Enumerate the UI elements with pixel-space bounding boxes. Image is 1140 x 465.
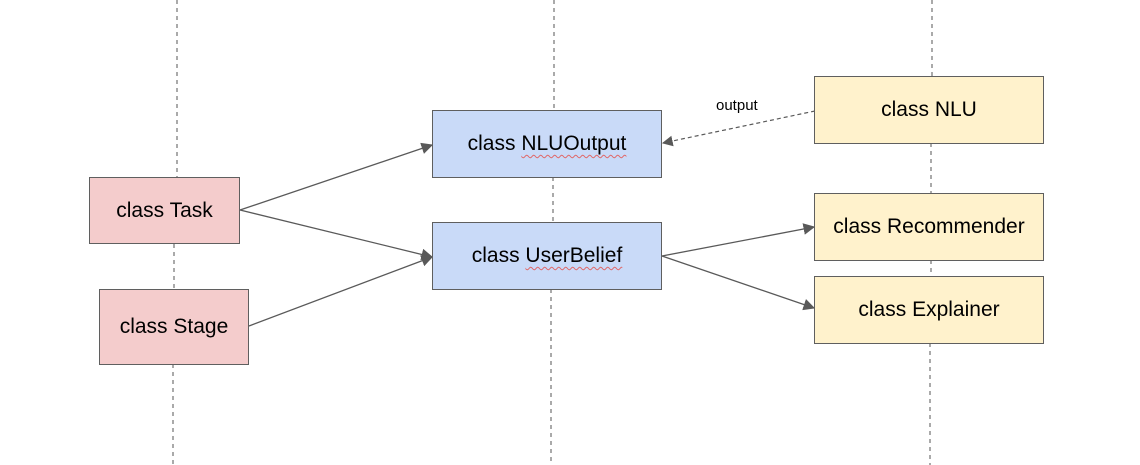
edge-stage-to-user-belief bbox=[248, 255, 434, 327]
edge-nlu-to-nlu-output bbox=[661, 110, 816, 147]
node-class-stage[interactable]: class Stage bbox=[99, 289, 249, 365]
node-class-recommender-label: class Recommender bbox=[833, 215, 1025, 238]
node-class-nlu-output-label: class NLUOutput bbox=[467, 132, 627, 155]
node-class-task[interactable]: class Task bbox=[89, 177, 240, 244]
node-class-recommender[interactable]: class Recommender bbox=[814, 193, 1044, 261]
node-class-explainer-label: class Explainer bbox=[858, 298, 1000, 321]
node-class-nlu-label: class NLU bbox=[881, 98, 977, 121]
edge-label-output: output bbox=[716, 97, 758, 114]
edge-user-belief-to-explainer bbox=[661, 255, 816, 311]
node-class-nlu[interactable]: class NLU bbox=[814, 76, 1044, 144]
edge-user-belief-to-recommender bbox=[661, 223, 816, 257]
node-class-explainer[interactable]: class Explainer bbox=[814, 276, 1044, 344]
edges bbox=[239, 110, 816, 327]
edge-task-to-user-belief bbox=[239, 209, 434, 261]
node-class-nlu-output[interactable]: class NLUOutput bbox=[432, 110, 662, 178]
node-class-user-belief-label: class UserBelief bbox=[471, 244, 623, 267]
node-class-user-belief[interactable]: class UserBelief bbox=[432, 222, 662, 290]
node-class-task-label: class Task bbox=[116, 198, 213, 222]
lane-lines bbox=[172, 0, 933, 465]
node-class-stage-label: class Stage bbox=[119, 315, 229, 338]
edge-task-to-nlu-output bbox=[239, 142, 434, 211]
